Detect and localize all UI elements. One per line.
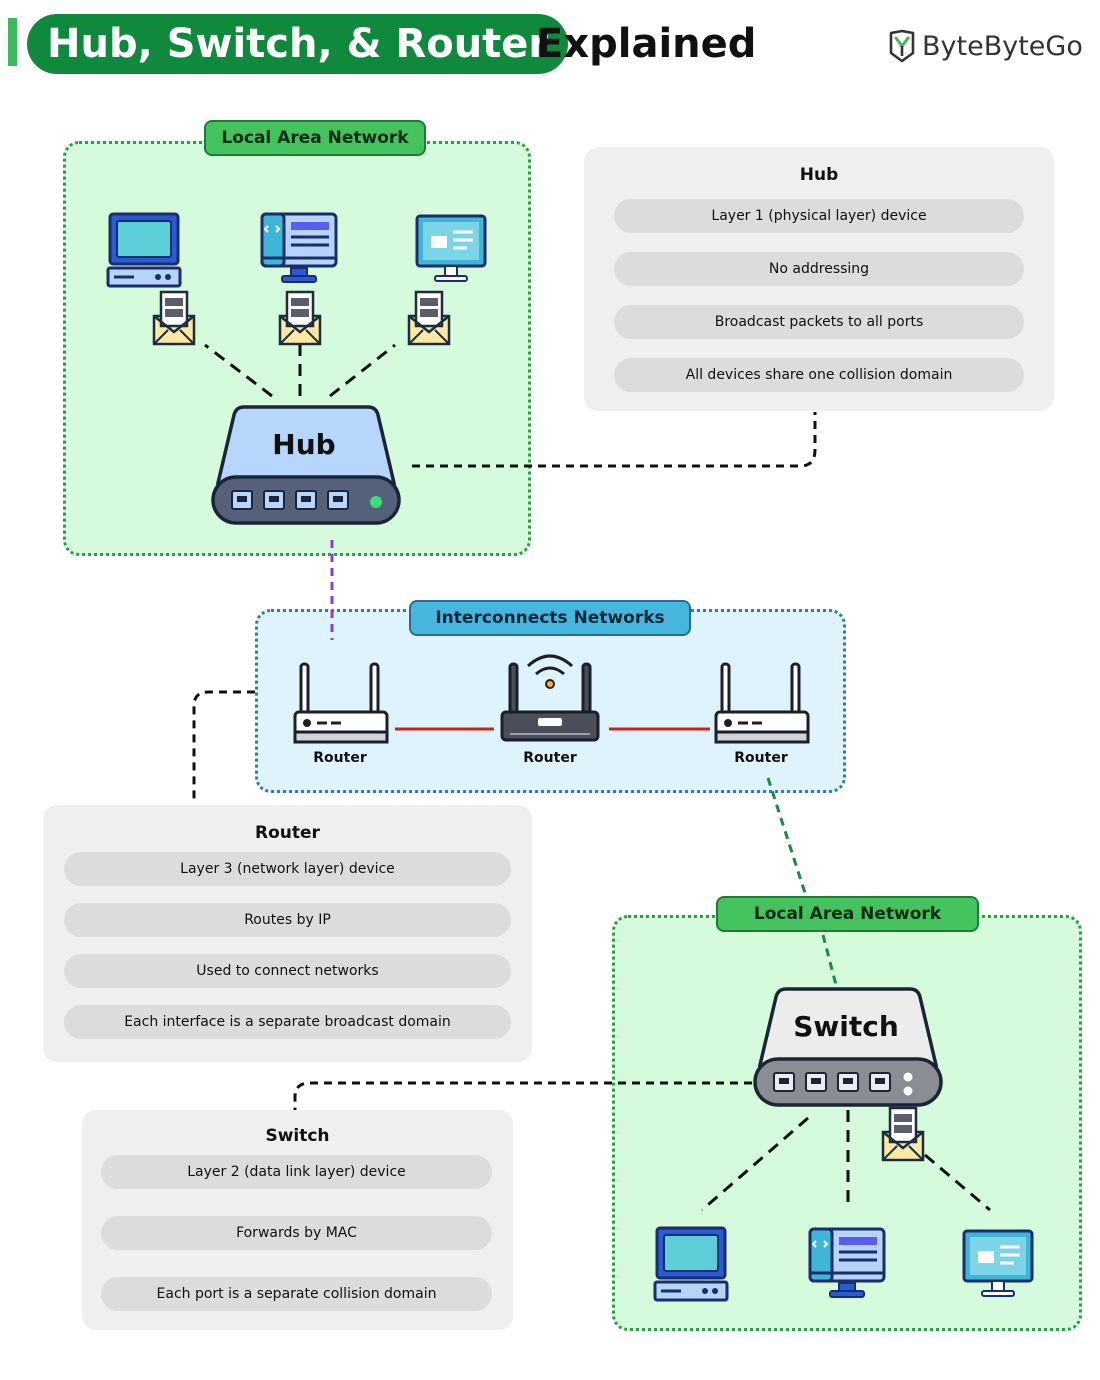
router-label-center: Router (523, 750, 577, 766)
lan-to-switch-link (821, 934, 838, 986)
hub-panel-title: Hub (799, 165, 839, 185)
router-panel-item: Routes by IP (64, 903, 511, 937)
hub-to-panel-link (412, 412, 817, 468)
code-monitor-icon (808, 1227, 886, 1298)
envelope-packet-icon (278, 290, 322, 346)
router-info-panel: Router Layer 3 (network layer) device Ro… (43, 805, 532, 1062)
router-panel-item: Each interface is a separate broadcast d… (64, 1005, 511, 1039)
router-panel-item: Layer 3 (network layer) device (64, 852, 511, 886)
switch-link-left (701, 1116, 809, 1212)
brand-name: ByteByteGo (922, 30, 1083, 62)
switch-panel-item: Forwards by MAC (101, 1216, 492, 1250)
monitor-icon (962, 1229, 1034, 1297)
router-icon (293, 662, 389, 744)
envelope-packet-icon (881, 1106, 925, 1162)
envelope-packet-icon (152, 290, 196, 346)
switch-panel-item: Layer 2 (data link layer) device (101, 1155, 492, 1189)
switch-to-panel-link (293, 1081, 752, 1110)
switch-link-right (924, 1153, 991, 1212)
bytebytego-logo-icon (889, 29, 915, 63)
envelope-packet-icon (407, 290, 451, 346)
hub-info-panel: Hub Layer 1 (physical layer) device No a… (584, 147, 1054, 411)
interconnect-tag: Interconnects Networks (409, 600, 691, 636)
router-to-panel-link (192, 690, 255, 802)
router-panel-title: Router (255, 823, 320, 843)
code-monitor-icon (260, 212, 338, 283)
router-panel-item: Used to connect networks (64, 954, 511, 988)
title-rest: Explained (536, 21, 757, 67)
title-accent-bar (8, 18, 17, 66)
hub-panel-item: Layer 1 (physical layer) device (614, 199, 1024, 233)
hub-panel-item: No addressing (614, 252, 1024, 286)
hub-link-left (204, 343, 273, 398)
switch-info-panel: Switch Layer 2 (data link layer) device … (82, 1110, 513, 1330)
switch-device (753, 987, 943, 1107)
brand: ByteByteGo (888, 26, 1083, 66)
hub-panel-item: All devices share one collision domain (614, 358, 1024, 392)
lan-top-tag: Local Area Network (204, 120, 426, 156)
desktop-computer-icon (653, 1226, 729, 1302)
hub-link-right (329, 343, 396, 398)
hub-label: Hub (272, 428, 336, 461)
router-to-lan-link (766, 777, 807, 894)
title-highlight: Hub, Switch, & Router (27, 14, 569, 74)
wifi-router-icon (500, 654, 600, 742)
switch-label: Switch (793, 1010, 899, 1043)
hub-panel-item: Broadcast packets to all ports (614, 305, 1024, 339)
router-icon (714, 662, 810, 744)
lan-bottom-tag: Local Area Network (716, 896, 979, 932)
switch-panel-title: Switch (265, 1126, 330, 1146)
switch-panel-item: Each port is a separate collision domain (101, 1277, 492, 1311)
router-label-left: Router (313, 750, 367, 766)
hub-device (211, 405, 401, 525)
router-label-right: Router (734, 750, 788, 766)
monitor-icon (415, 214, 487, 282)
desktop-computer-icon (106, 212, 182, 288)
